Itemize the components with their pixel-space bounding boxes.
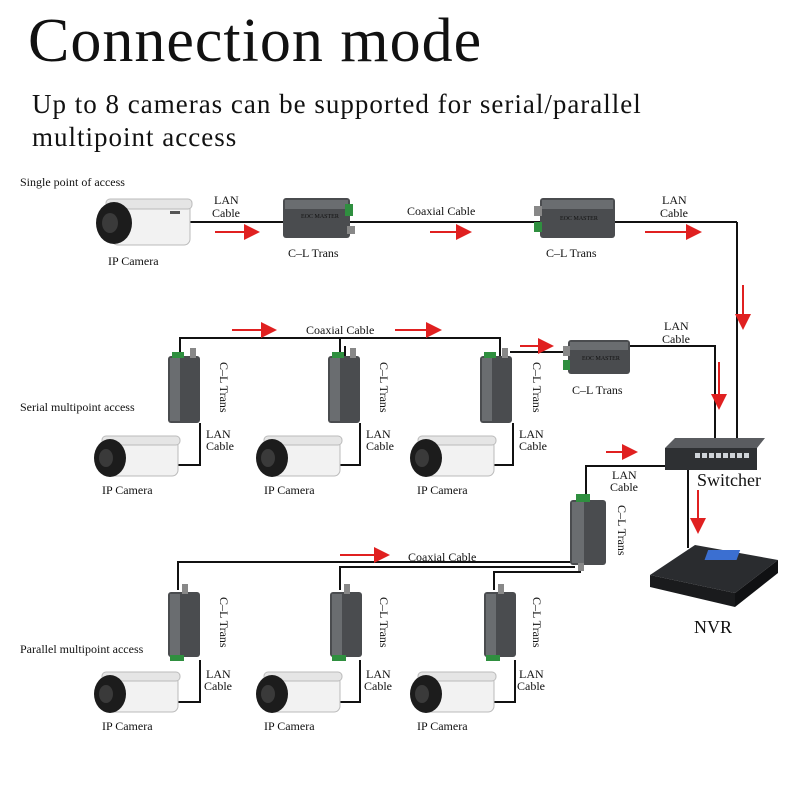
page-subtitle: Up to 8 cameras can be supported for ser… <box>32 89 642 152</box>
parallel-lan-line <box>585 465 665 500</box>
section-label-serial: Serial multipoint access <box>20 400 135 414</box>
connection-lines <box>175 221 738 703</box>
trans-label: C–L Trans <box>615 505 629 556</box>
parallel-coax-2 <box>339 566 575 590</box>
ip-camera-serial-2 <box>256 435 343 477</box>
camera-label: IP Camera <box>264 483 315 497</box>
lan-label: LAN <box>214 193 239 207</box>
ip-camera-parallel-3 <box>410 671 497 713</box>
nvr-label: NVR <box>694 617 732 637</box>
trans-device-serial-3 <box>480 348 512 423</box>
ip-camera-parallel-1 <box>94 671 181 713</box>
flow-arrows <box>215 224 751 563</box>
svg-text:EOC MASTER: EOC MASTER <box>582 356 620 362</box>
camera-label: IP Camera <box>102 483 153 497</box>
camera-label: IP Camera <box>102 719 153 733</box>
parallel-cam2-lan <box>335 660 361 703</box>
camera-label: IP Camera <box>108 254 159 268</box>
parallel-coax-3 <box>493 565 581 590</box>
parallel-coax-1 <box>177 561 575 590</box>
cable-label: Cable <box>212 206 240 220</box>
lan-label: LAN <box>519 427 544 441</box>
trans-label: C–L Trans <box>217 362 231 413</box>
trans-label: C–L Trans <box>530 597 544 648</box>
camera-label: IP Camera <box>264 719 315 733</box>
cable-label: Cable <box>517 679 545 693</box>
camera-label: IP Camera <box>417 483 468 497</box>
parallel-cam3-lan <box>490 660 516 703</box>
trans-device-parallel-2 <box>330 584 362 661</box>
section-label-parallel: Parallel multipoint access <box>20 642 144 656</box>
ip-camera-serial-1 <box>94 435 181 477</box>
nvr-device <box>650 545 778 607</box>
trans-device-parallel-hub <box>570 494 606 571</box>
switcher-label: Switcher <box>697 470 761 490</box>
ip-camera-single <box>96 198 193 246</box>
cable-label: Cable <box>364 679 392 693</box>
lan-label: LAN <box>206 427 231 441</box>
coax-label: Coaxial Cable <box>407 204 475 218</box>
trans-label: C–L Trans <box>288 246 339 260</box>
trans-label: C–L Trans <box>217 597 231 648</box>
trans-label: C–L Trans <box>377 597 391 648</box>
cable-label: Cable <box>610 480 638 494</box>
page-title: Connection mode <box>28 7 483 75</box>
coax-label: Coaxial Cable <box>306 323 374 337</box>
coax-label: Coaxial Cable <box>408 550 476 564</box>
svg-text:EOC MASTER: EOC MASTER <box>560 216 598 222</box>
diagram-labels: Single point of access Serial multipoint… <box>20 175 761 733</box>
trans-device-serial-out: EOC MASTER <box>563 340 630 374</box>
trans-device-single-1: EOC MASTER <box>283 198 355 238</box>
trans-label: C–L Trans <box>377 362 391 413</box>
lan-label: LAN <box>366 667 391 681</box>
cable-label: Cable <box>660 206 688 220</box>
trans-device-serial-2 <box>328 348 360 423</box>
trans-label: C–L Trans <box>546 246 597 260</box>
ip-camera-serial-3 <box>410 435 497 477</box>
device-brand: EOC MASTER <box>301 214 339 220</box>
camera-label: IP Camera <box>417 719 468 733</box>
trans-label: C–L Trans <box>572 383 623 397</box>
trans-device-parallel-1 <box>168 584 200 661</box>
lan-label: LAN <box>519 667 544 681</box>
cable-label: Cable <box>204 679 232 693</box>
lan-label: LAN <box>612 468 637 482</box>
lan-label: LAN <box>664 319 689 333</box>
trans-device-parallel-3 <box>484 584 516 661</box>
cable-label: Cable <box>662 332 690 346</box>
cable-label: Cable <box>206 439 234 453</box>
serial-lan-out <box>630 345 716 440</box>
trans-device-single-2: EOC MASTER <box>534 198 615 238</box>
serial-cam3-lan <box>490 423 514 466</box>
trans-device-serial-1 <box>168 348 200 423</box>
ip-camera-parallel-2 <box>256 671 343 713</box>
parallel-cam1-lan <box>175 660 201 703</box>
serial-cam1-lan <box>175 423 201 466</box>
section-label-single: Single point of access <box>20 175 125 189</box>
lan-label: LAN <box>206 667 231 681</box>
trans-label: C–L Trans <box>530 362 544 413</box>
cable-label: Cable <box>519 439 547 453</box>
cable-label: Cable <box>366 439 394 453</box>
switcher-device <box>665 438 765 470</box>
serial-cam2-lan <box>335 423 361 466</box>
lan-label: LAN <box>662 193 687 207</box>
lan-label: LAN <box>366 427 391 441</box>
